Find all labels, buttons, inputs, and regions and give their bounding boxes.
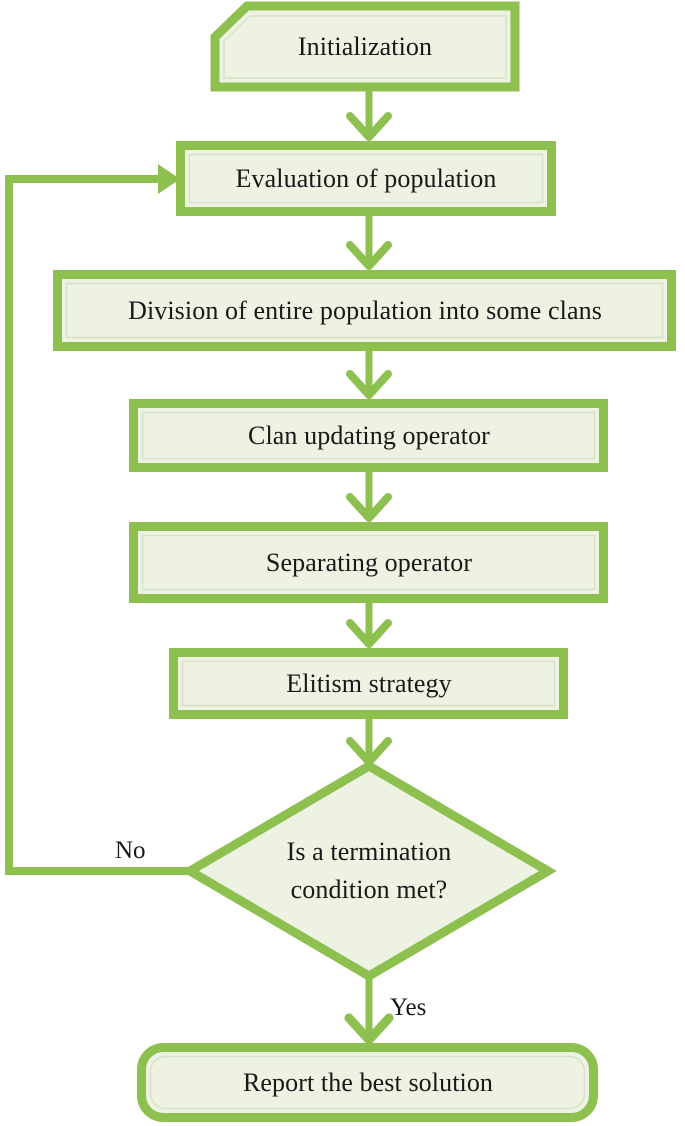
node-elitism-inner-outline — [181, 660, 556, 707]
node-separating-shape — [129, 522, 608, 603]
edge-termination-yes-to-report — [344, 976, 394, 1045]
node-division-inner-outline — [65, 282, 664, 339]
edge-separating-to-elitism — [346, 603, 392, 648]
edge-clan-updating-to-separating — [346, 472, 392, 522]
node-clan-updating-inner-outline — [141, 411, 596, 460]
edge-init-to-evaluation — [346, 87, 392, 141]
edge-termination-no-loop-to-evaluation — [5, 164, 190, 875]
node-initialization-inner-outline — [223, 15, 507, 79]
node-clan-updating-shape — [129, 399, 608, 472]
node-report-shape — [137, 1043, 598, 1122]
node-division-shape — [53, 270, 676, 351]
node-evaluation-inner-outline — [188, 153, 544, 204]
node-evaluation-shape — [176, 141, 556, 216]
edge-evaluation-to-division — [346, 216, 392, 270]
node-separating-inner-outline — [141, 534, 596, 591]
edge-division-to-clan-updating — [346, 351, 392, 399]
node-initialization-shape — [210, 1, 520, 92]
node-elitism-shape — [169, 648, 568, 719]
edge-elitism-to-termination — [346, 719, 392, 766]
node-termination-shape — [181, 760, 557, 982]
node-report-inner-outline — [149, 1055, 586, 1110]
